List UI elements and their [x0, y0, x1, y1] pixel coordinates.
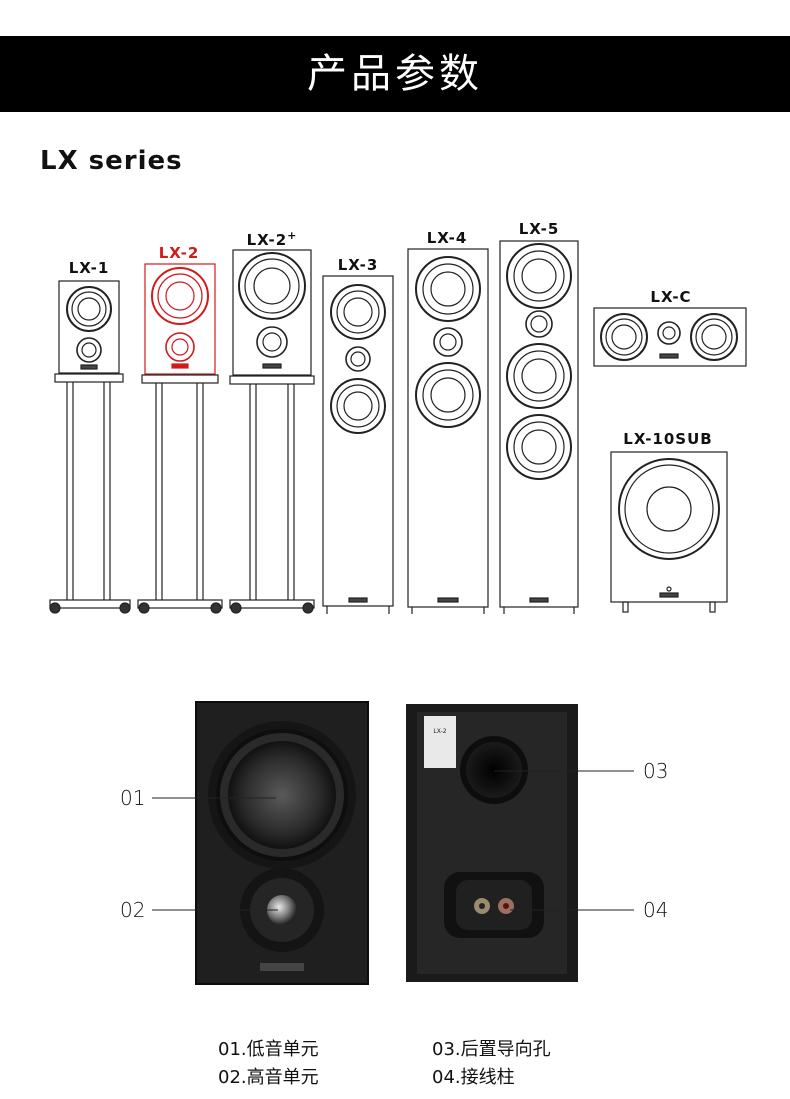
callout-04: 04	[643, 898, 669, 922]
legend-right: 03.后置导向孔 04.接线柱	[432, 1036, 551, 1092]
legend-left: 01.低音单元 02.高音单元	[218, 1036, 319, 1092]
speaker-lx3	[322, 275, 394, 614]
product-photos: LX-2	[152, 701, 634, 985]
model-label-lx3: LX-3	[337, 256, 379, 274]
model-label-lx2plus-sup: +	[287, 229, 298, 242]
callout-lines	[152, 770, 634, 911]
legend-item-02: 02.高音单元	[218, 1067, 319, 1088]
model-label-lx1: LX-1	[68, 259, 110, 277]
model-label-lx10sub: LX-10SUB	[623, 430, 713, 448]
legend-item-03: 03.后置导向孔	[432, 1039, 551, 1060]
speaker-lx4	[407, 248, 489, 614]
speaker-lx2	[144, 263, 216, 375]
model-label-lx2plus: LX-2+	[247, 229, 298, 249]
callout-03: 03	[643, 759, 669, 783]
front-speaker-photo	[195, 701, 369, 985]
speaker-lx5	[499, 240, 579, 614]
series-title: LX series	[40, 146, 183, 176]
model-label-lx5: LX-5	[518, 220, 560, 238]
header-banner: 产品参数	[0, 36, 790, 112]
model-label-lx4: LX-4	[426, 229, 468, 247]
rear-model-plate-text: LX-2	[433, 728, 446, 735]
speaker-lx10sub	[610, 451, 728, 613]
page-title: 产品参数	[307, 51, 483, 97]
stand-lx2	[137, 374, 223, 614]
callout-01: 01	[120, 786, 146, 810]
speaker-lineup-drawing	[49, 240, 747, 614]
speaker-lxc	[593, 307, 747, 367]
model-label-lx2: LX-2	[158, 244, 200, 262]
rear-speaker-photo: LX-2	[406, 704, 578, 982]
speaker-lx1	[49, 280, 131, 614]
legend-item-01: 01.低音单元	[218, 1039, 319, 1060]
callout-02: 02	[120, 898, 146, 922]
model-label-lxc: LX-C	[650, 288, 692, 306]
model-label-lx2plus-text: LX-2	[246, 231, 288, 249]
speaker-lx2plus	[229, 249, 315, 614]
legend-item-04: 04.接线柱	[432, 1067, 515, 1088]
